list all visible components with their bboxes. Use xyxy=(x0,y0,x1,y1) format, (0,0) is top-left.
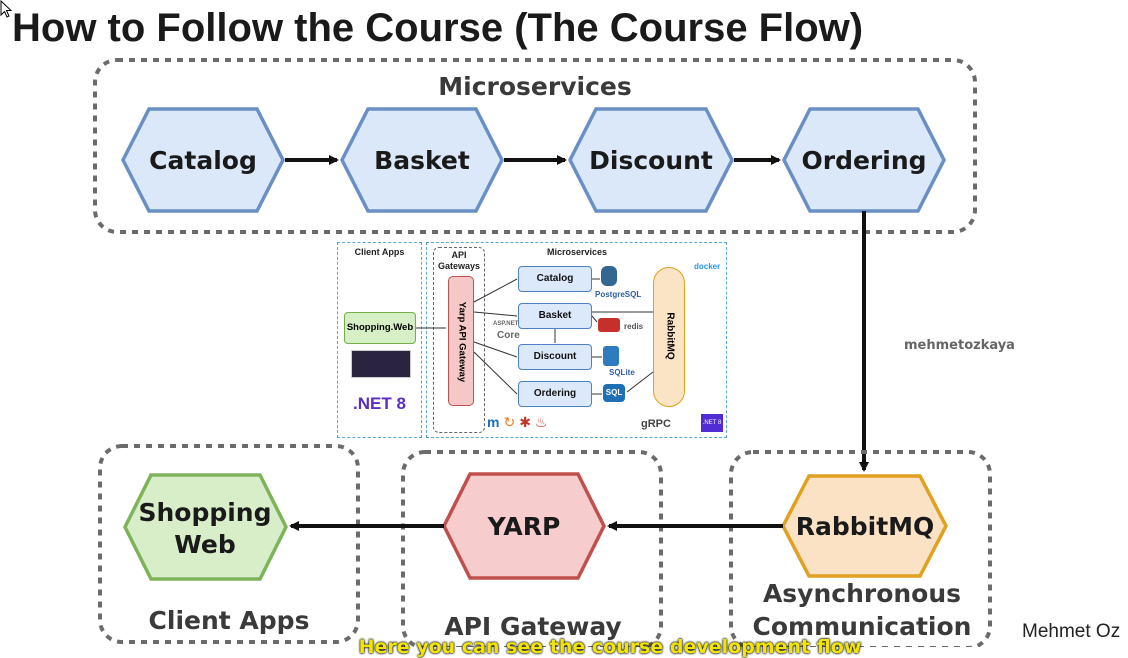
client-apps-group-label: Client Apps xyxy=(149,606,310,635)
yarp-label: YARP xyxy=(487,512,561,541)
shopping-web-label-line1: Shopping xyxy=(138,498,271,527)
watermark-text: mehmetozkaya xyxy=(904,338,1015,353)
async-group-label-line2: Communication xyxy=(753,612,972,641)
api-gateway-group-label: API Gateway xyxy=(444,612,621,641)
thumb-postgresql-label: PostgreSQL xyxy=(595,290,642,299)
thumb-redis-icon xyxy=(598,318,620,332)
thumb-mediatr-icon: m xyxy=(487,414,504,430)
thumb-sqlite-label: SQLite xyxy=(609,368,635,377)
thumb-ordering: Ordering xyxy=(518,381,592,407)
thumb-docker-label: docker xyxy=(694,262,721,271)
yarp-node: YARP xyxy=(442,472,606,580)
ordering-node: Ordering xyxy=(782,107,946,213)
catalog-label: Catalog xyxy=(149,146,257,175)
thumb-client-apps-label: Client Apps xyxy=(354,247,405,257)
microservices-group-label: Microservices xyxy=(438,72,631,101)
thumb-net8-logo: .NET 8 xyxy=(353,394,406,413)
thumb-arrows xyxy=(416,278,654,395)
thumb-rabbitmq: RabbitMQ xyxy=(653,267,685,407)
thumb-net8-badge: .NET 8 xyxy=(701,414,723,432)
video-subtitle: Here you can see the course development … xyxy=(358,636,862,658)
thumb-balloon-icon: ♨ xyxy=(534,414,552,430)
client-apps-group-border xyxy=(98,444,360,644)
discount-label: Discount xyxy=(589,146,713,175)
thumb-api-label-1: API xyxy=(451,250,467,260)
thumb-sql-icon: SQL xyxy=(603,384,625,402)
thumb-basket: Basket xyxy=(518,303,592,329)
basket-label: Basket xyxy=(374,146,470,175)
thumb-yarp-gateway: Yarp API Gateway xyxy=(448,276,474,406)
thumb-postgresql-icon xyxy=(601,266,617,286)
async-group-border xyxy=(729,450,992,647)
thumb-shopping-web: Shopping.Web xyxy=(344,312,416,344)
thumb-main-box xyxy=(426,242,727,438)
thumb-microservices-label: Microservices xyxy=(546,247,608,257)
thumb-client-apps-box xyxy=(337,242,422,438)
architecture-thumbnail: Client Apps Shopping.Web .NET 8 API Gate… xyxy=(337,242,727,438)
thumb-star-icon: ✱ xyxy=(519,414,535,430)
thumb-grpc-label: gRPC xyxy=(641,418,671,430)
thumb-discount: Discount xyxy=(518,344,592,370)
thumb-aspnet-label-2: Core xyxy=(497,330,520,341)
author-name: Mehmet Oz xyxy=(1022,621,1121,642)
shopping-web-label-line2: Web xyxy=(174,530,236,559)
mouse-cursor-icon xyxy=(0,0,13,18)
thumb-api-label-2: Gateways xyxy=(437,261,481,271)
shopping-web-node: Shopping Web xyxy=(123,473,288,581)
rabbitmq-label: RabbitMQ xyxy=(796,512,935,541)
api-gateway-group-border xyxy=(401,450,663,647)
ordering-label: Ordering xyxy=(801,146,926,175)
async-group-label-line1: Asynchronous xyxy=(763,579,961,608)
thumb-gateway-box xyxy=(433,247,485,433)
thumb-screenshot-image xyxy=(351,350,411,378)
catalog-node: Catalog xyxy=(121,107,285,213)
thumb-catalog: Catalog xyxy=(518,266,592,292)
thumb-sync-icon: ↻ xyxy=(503,414,520,430)
thumb-tech-icons-row: m↻✱♨ xyxy=(487,414,551,431)
rabbitmq-node: RabbitMQ xyxy=(781,474,948,578)
discount-node: Discount xyxy=(568,107,734,213)
thumb-aspnet-label-1: ASP.NET xyxy=(493,321,519,327)
slide-title: How to Follow the Course (The Course Flo… xyxy=(12,6,864,50)
thumb-redis-label: redis xyxy=(624,322,644,331)
thumb-sqlite-icon xyxy=(603,346,619,366)
basket-node: Basket xyxy=(340,107,504,213)
